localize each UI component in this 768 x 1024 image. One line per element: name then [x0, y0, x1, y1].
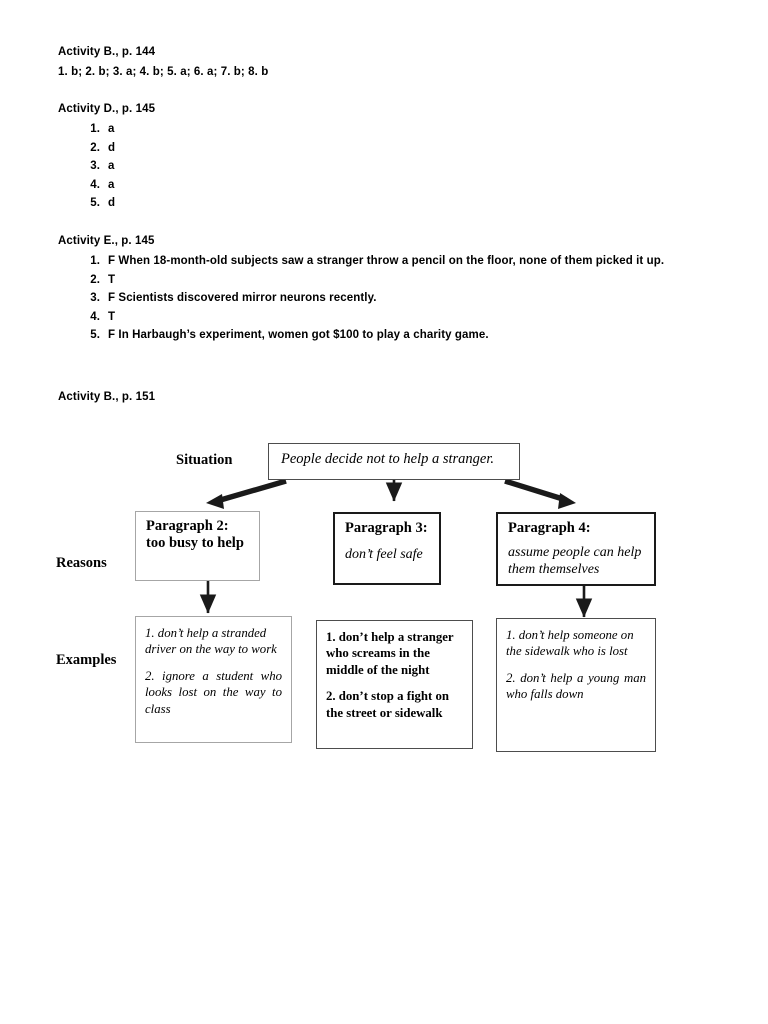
list-item-index: 1. [90, 255, 100, 267]
list-item: 5. F In Harbaugh’s experiment, women got… [78, 326, 708, 345]
list-item-index: 3. [90, 292, 100, 305]
reason-box-3-body: assume people can help them themselves [508, 545, 642, 577]
example-box-1-item-1: 1. don’t help a stranded driver on the w… [145, 626, 277, 657]
list-item-text: F In Harbaugh’s experiment, women got $1… [108, 329, 489, 342]
example-box-2-item-1: 1. don’t help a stranger who screams in … [326, 630, 454, 677]
list-item-index: 3. [90, 160, 100, 173]
row-label-examples: Examples [56, 652, 117, 668]
reason-box-1-body: too busy to help [146, 535, 244, 551]
list-item-index: 2. [90, 141, 100, 154]
reason-box-2-header: Paragraph 3: [345, 520, 428, 536]
section-heading-activity-b-144: Activity B., p. 144 [58, 46, 156, 58]
situation-box-text: People decide not to help a stranger. [281, 451, 495, 467]
list-item-index: 2. [90, 273, 100, 286]
list-item: 3. F Scientists discovered mirror neuron… [78, 289, 708, 308]
reason-box-3: Paragraph 4: assume people can help them… [496, 512, 656, 586]
row-label-situation: Situation [176, 452, 233, 468]
reason-box-1: Paragraph 2: too busy to help [135, 511, 260, 581]
list-item: 4. a [78, 176, 115, 195]
reason-box-2: Paragraph 3: don’t feel safe [333, 512, 441, 585]
example-box-1-item-2: 2. ignore a student who looks lost on th… [145, 668, 282, 716]
list-item-index: 4. [90, 178, 100, 191]
spacer [145, 658, 282, 668]
section-heading-activity-d-145: Activity D., p. 145 [58, 103, 156, 115]
list-item-text: d [108, 197, 116, 210]
section-heading-activity-b-151: Activity B., p. 151 [58, 391, 156, 403]
activity-b-144-answers: 1. b; 2. b; 3. a; 4. b; 5. a; 6. a; 7. b… [58, 66, 269, 78]
example-box-3-item-2: 2. don’t help a young man who falls down [506, 670, 646, 702]
list-item: 4. T [78, 308, 708, 327]
example-box-2-item-2: 2. don’t stop a fight on the street or s… [326, 689, 450, 720]
list-item: 3. a [78, 157, 115, 176]
activity-e-145-list: 1. F When 18-month-old subjects saw a st… [78, 252, 708, 345]
list-item: 1. a [78, 120, 115, 139]
spacer [506, 660, 646, 670]
list-item-index: 5. [90, 329, 100, 342]
list-item-text: T [108, 273, 116, 286]
reason-box-2-body: don’t feel safe [345, 547, 423, 562]
reason-box-3-header: Paragraph 4: [508, 520, 591, 536]
list-item-text: a [108, 160, 115, 173]
list-item-text: a [108, 178, 115, 191]
spacer [326, 678, 463, 688]
list-item-text: F Scientists discovered mirror neurons r… [108, 292, 377, 305]
arrow-situation-to-reason-3 [504, 478, 576, 509]
list-item-text: d [108, 141, 116, 154]
example-box-1: 1. don’t help a stranded driver on the w… [135, 616, 292, 743]
arrow-situation-to-reason-1 [206, 478, 287, 509]
list-item: 2. d [78, 139, 115, 158]
reason-box-1-header: Paragraph 2: [146, 518, 229, 534]
example-box-2: 1. don’t help a stranger who screams in … [316, 620, 473, 749]
list-item-text: F When 18-month-old subjects saw a stran… [108, 255, 665, 267]
example-box-3: 1. don’t help someone on the sidewalk wh… [496, 618, 656, 752]
situation-box: People decide not to help a stranger. [268, 443, 520, 480]
example-box-3-item-1: 1. don’t help someone on the sidewalk wh… [506, 628, 634, 659]
list-item-index: 4. [90, 310, 100, 323]
section-heading-activity-e-145: Activity E., p. 145 [58, 235, 155, 247]
list-item-text: a [108, 123, 115, 135]
list-item: 2. T [78, 271, 708, 290]
list-item: 5. d [78, 194, 115, 213]
activity-d-145-list: 1. a 2. d 3. a 4. a 5. d [78, 120, 115, 213]
list-item-index: 1. [90, 123, 100, 135]
list-item-text: T [108, 310, 116, 323]
row-label-reasons: Reasons [56, 555, 107, 571]
list-item-index: 5. [90, 197, 100, 210]
list-item: 1. F When 18-month-old subjects saw a st… [78, 252, 708, 271]
